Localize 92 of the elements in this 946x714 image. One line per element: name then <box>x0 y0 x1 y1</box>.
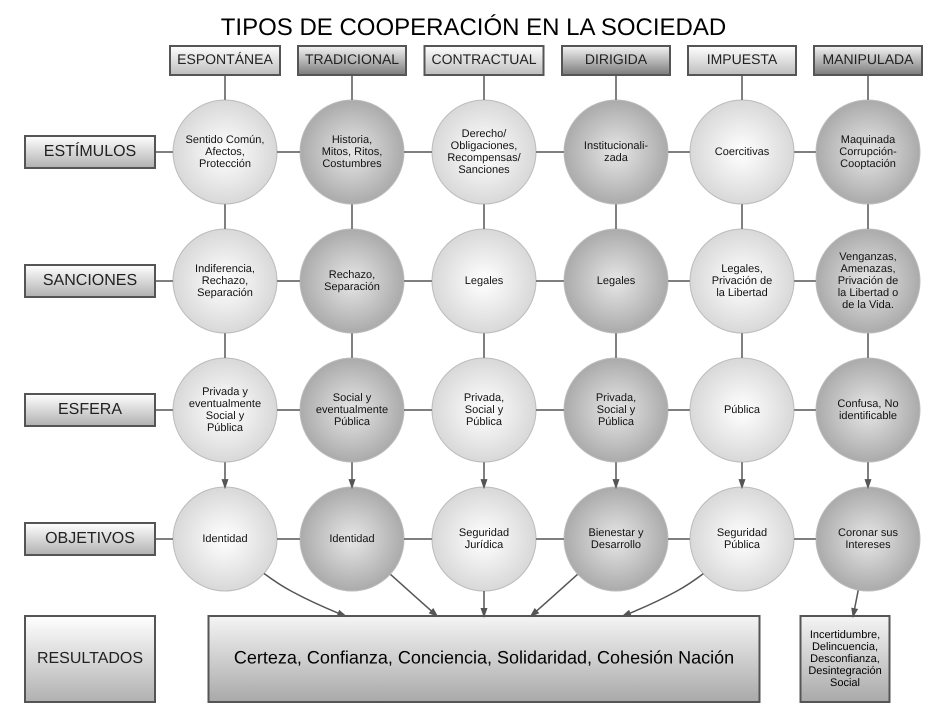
node-circle: Sentido Común, Afectos, Protección <box>172 100 277 204</box>
node-box: MANIPULADA <box>812 45 922 76</box>
connector <box>668 151 690 153</box>
arrow <box>738 462 745 490</box>
arrow <box>612 462 619 490</box>
node-box: OBJETIVOS <box>24 522 156 556</box>
connector <box>866 75 868 100</box>
node-circle: Bienestar y Desarrollo <box>563 486 668 592</box>
node-circle: Legales, Privación de la Libertad <box>689 228 794 334</box>
node-circle: Historia, Mitos, Ritos, Costumbres <box>299 100 404 204</box>
connector <box>276 151 300 153</box>
connector <box>740 333 742 358</box>
connector <box>350 204 352 229</box>
node-circle: Identidad <box>172 486 277 592</box>
node-circle: Confusa, No identificable <box>815 358 920 462</box>
node-circle: Seguridad Pública <box>689 486 794 592</box>
connector <box>350 75 352 100</box>
connector <box>224 75 226 100</box>
arrow <box>864 462 871 490</box>
connector <box>794 280 816 282</box>
connector <box>224 333 226 358</box>
connector <box>404 280 432 282</box>
node-circle: Pública <box>689 358 794 462</box>
connector <box>668 409 690 411</box>
node-box: Incertidumbre, Delincuencia, Desconfianza, Desintegración Social <box>799 615 890 703</box>
connector <box>668 280 690 282</box>
connector <box>276 280 300 282</box>
node-box: TRADICIONAL <box>296 45 406 76</box>
connector <box>866 333 868 358</box>
arrow <box>480 462 487 490</box>
connector <box>740 75 742 100</box>
node-circle: Coronar sus Intereses <box>815 486 920 592</box>
connector <box>866 204 868 229</box>
arrow <box>620 573 704 617</box>
connector <box>224 204 226 229</box>
connector <box>276 538 300 540</box>
connector <box>740 204 742 229</box>
arrow <box>480 591 487 618</box>
connector <box>482 75 484 100</box>
node-circle: Maquinada Corrupción- Cooptación <box>815 100 920 204</box>
node-circle: Seguridad Jurídica <box>431 486 536 592</box>
diagram-title: TIPOS DE COOPERACIÓN EN LA SOCIEDAD <box>220 14 726 42</box>
connector <box>794 409 816 411</box>
connector <box>482 333 484 358</box>
node-box: ESFERA <box>24 393 156 427</box>
connector <box>154 280 172 282</box>
connector <box>276 409 300 411</box>
node-circle: Derecho/ Obligaciones, Recompensas/ Sanciones <box>431 100 536 204</box>
connector <box>614 75 616 100</box>
node-box: RESULTADOS <box>24 615 156 703</box>
connector <box>154 409 172 411</box>
node-circle: Institucionali- zada <box>563 100 668 204</box>
connector <box>482 204 484 229</box>
node-circle: Privada, Social y Pública <box>431 358 536 462</box>
arrow <box>263 572 347 617</box>
connector <box>404 151 432 153</box>
node-box: IMPUESTA <box>686 45 796 76</box>
arrow <box>390 574 438 618</box>
node-box: DIRIGIDA <box>560 45 670 76</box>
node-circle: Identidad <box>299 486 404 592</box>
node-circle: Legales <box>563 228 668 334</box>
node-circle: Venganzas, Amenazas, Privación de la Libertad o de la Vida. <box>815 228 920 334</box>
connector <box>536 280 564 282</box>
node-circle: Rechazo, Separación <box>299 228 404 334</box>
node-box: SANCIONES <box>24 264 156 298</box>
connector <box>536 538 564 540</box>
node-box: CONTRACTUAL <box>423 45 544 76</box>
connector <box>154 538 172 540</box>
node-circle: Privada, Social y Pública <box>563 358 668 462</box>
arrow <box>221 462 228 490</box>
connector <box>404 538 432 540</box>
node-circle: Privada y eventualmente Social y Pública <box>172 358 277 462</box>
connector <box>154 151 172 153</box>
node-circle: Coercitivas <box>689 100 794 204</box>
connector <box>668 538 690 540</box>
node-box: Certeza, Confianza, Conciencia, Solidaridad, Cohesión Nación <box>207 615 760 703</box>
node-box: ESTÍMULOS <box>24 135 156 169</box>
node-box: ESPONTÁNEA <box>168 45 280 76</box>
arrow <box>529 574 578 618</box>
connector <box>614 204 616 229</box>
node-circle: Social y eventualmente Pública <box>299 358 404 462</box>
connector <box>536 409 564 411</box>
arrow <box>348 462 355 490</box>
connector <box>404 409 432 411</box>
connector <box>614 333 616 358</box>
connector <box>536 151 564 153</box>
node-circle: Legales <box>431 228 536 334</box>
connector <box>350 333 352 358</box>
connector <box>794 151 816 153</box>
arrow <box>850 590 858 618</box>
node-circle: Indiferencia, Rechazo, Separación <box>172 228 277 334</box>
connector <box>794 538 816 540</box>
